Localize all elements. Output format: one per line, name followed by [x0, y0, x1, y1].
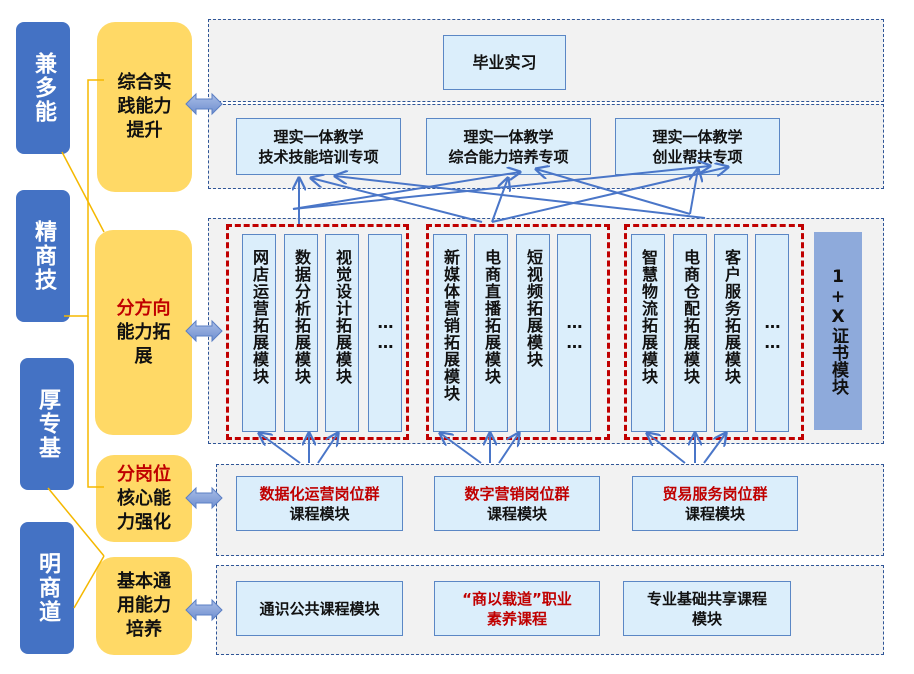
post-group-subtitle: 课程模块	[684, 504, 745, 523]
tag-label: 精商技	[31, 220, 56, 292]
course-line2: 模块	[691, 609, 722, 628]
tag-ming-shang-dao: 明商道	[20, 522, 74, 654]
module-label: 电商直播拓展模块	[482, 249, 501, 385]
module-label: 新媒体营销拓展模块	[441, 249, 460, 402]
post-group-data-operations[interactable]: 数据化运营岗位群 课程模块	[236, 476, 403, 531]
module-more[interactable]: ……	[755, 234, 789, 432]
stage-practice: 综合实 践能力 提升	[97, 22, 192, 192]
module-warehousing[interactable]: 电商仓配拓展模块	[673, 234, 707, 432]
stage-line: 提升	[126, 120, 163, 141]
course-line1: 专业基础共享课程	[646, 589, 767, 608]
module-more[interactable]: ……	[557, 234, 591, 432]
stage-line: 核心能	[117, 487, 171, 509]
stage-line: 力强化	[117, 511, 171, 533]
course-professional-foundation[interactable]: 专业基础共享课程 模块	[623, 581, 791, 636]
course-professional-literacy[interactable]: “商以载道”职业 素养课程	[434, 581, 600, 636]
module-label: 数据分析拓展模块	[292, 249, 311, 385]
internship-label: 毕业实习	[472, 52, 537, 72]
course-line2: 素养课程	[486, 609, 547, 628]
internship-box[interactable]: 毕业实习	[443, 35, 566, 90]
module-label: ……	[565, 313, 584, 353]
project-line1: 理实一体教学	[652, 127, 743, 146]
project-box-skills[interactable]: 理实一体教学 技术技能培训专项	[236, 118, 401, 175]
module-label: 视觉设计拓展模块	[333, 249, 352, 385]
module-label: 智慧物流拓展模块	[639, 249, 658, 385]
tag-jing-shang-ji: 精商技	[16, 190, 70, 322]
tag-label: 明商道	[35, 552, 60, 624]
post-group-title: 数字营销岗位群	[464, 484, 570, 503]
project-line1: 理实一体教学	[463, 127, 554, 146]
module-label: ……	[376, 313, 395, 353]
project-line2: 技术技能培训专项	[258, 147, 379, 166]
post-group-title: 贸易服务岗位群	[662, 484, 768, 503]
module-smart-logistics[interactable]: 智慧物流拓展模块	[631, 234, 665, 432]
tag-hou-zhuan-ji: 厚专基	[20, 358, 74, 490]
module-short-video[interactable]: 短视频拓展模块	[516, 234, 550, 432]
project-box-entrepreneurship[interactable]: 理实一体教学 创业帮扶专项	[615, 118, 780, 175]
module-live-commerce[interactable]: 电商直播拓展模块	[474, 234, 508, 432]
post-group-subtitle: 课程模块	[289, 504, 350, 523]
module-more[interactable]: ……	[368, 234, 402, 432]
tag-jian-duo-neng: 兼多能	[16, 22, 70, 154]
module-online-store[interactable]: 网店运营拓展模块	[242, 234, 276, 432]
certificate-module[interactable]: 1+X证书模块	[814, 232, 862, 430]
post-group-digital-marketing[interactable]: 数字营销岗位群 课程模块	[434, 476, 600, 531]
stage-highlight: 分方向	[116, 297, 171, 319]
stage-line: 能力拓	[116, 321, 171, 343]
stage-line: 践能力	[117, 96, 172, 117]
stage-post: 分岗位 核心能 力强化	[96, 455, 192, 542]
module-label: 电商仓配拓展模块	[681, 249, 700, 385]
stage-line: 基本通	[117, 571, 171, 592]
post-group-subtitle: 课程模块	[486, 504, 547, 523]
module-label: ……	[763, 313, 782, 353]
module-visual-design[interactable]: 视觉设计拓展模块	[325, 234, 359, 432]
post-group-title: 数据化运营岗位群	[259, 484, 380, 503]
module-label: 客户服务拓展模块	[722, 249, 741, 385]
tag-label: 兼多能	[31, 52, 56, 124]
stage-highlight: 分岗位	[117, 463, 171, 485]
module-new-media[interactable]: 新媒体营销拓展模块	[433, 234, 467, 432]
module-customer-service[interactable]: 客户服务拓展模块	[714, 234, 748, 432]
stage-line: 培养	[126, 619, 162, 640]
stage-line: 综合实	[117, 72, 172, 93]
module-data-analysis[interactable]: 数据分析拓展模块	[284, 234, 318, 432]
project-line1: 理实一体教学	[273, 127, 364, 146]
post-group-trade-service[interactable]: 贸易服务岗位群 课程模块	[632, 476, 798, 531]
certificate-label: 1+X证书模块	[828, 267, 848, 395]
module-label: 网店运营拓展模块	[250, 249, 269, 385]
course-line1: “商以载道”职业	[462, 589, 572, 608]
stage-direction: 分方向 能力拓 展	[95, 230, 192, 435]
project-box-comprehensive[interactable]: 理实一体教学 综合能力培养专项	[426, 118, 591, 175]
stage-line: 展	[134, 345, 153, 367]
project-line2: 创业帮扶专项	[652, 147, 743, 166]
project-line2: 综合能力培养专项	[448, 147, 569, 166]
course-line1: 通识公共课程模块	[259, 599, 380, 618]
stage-line: 用能力	[117, 595, 171, 616]
course-general-public[interactable]: 通识公共课程模块	[236, 581, 403, 636]
module-label: 短视频拓展模块	[524, 249, 543, 368]
stage-basic: 基本通 用能力 培养	[96, 557, 192, 655]
tag-label: 厚专基	[35, 388, 60, 460]
